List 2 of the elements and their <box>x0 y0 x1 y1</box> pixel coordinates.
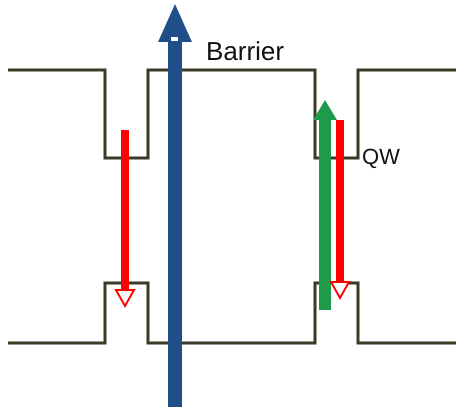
region-label: QW <box>362 146 400 168</box>
region-label: Barrier <box>206 38 284 64</box>
